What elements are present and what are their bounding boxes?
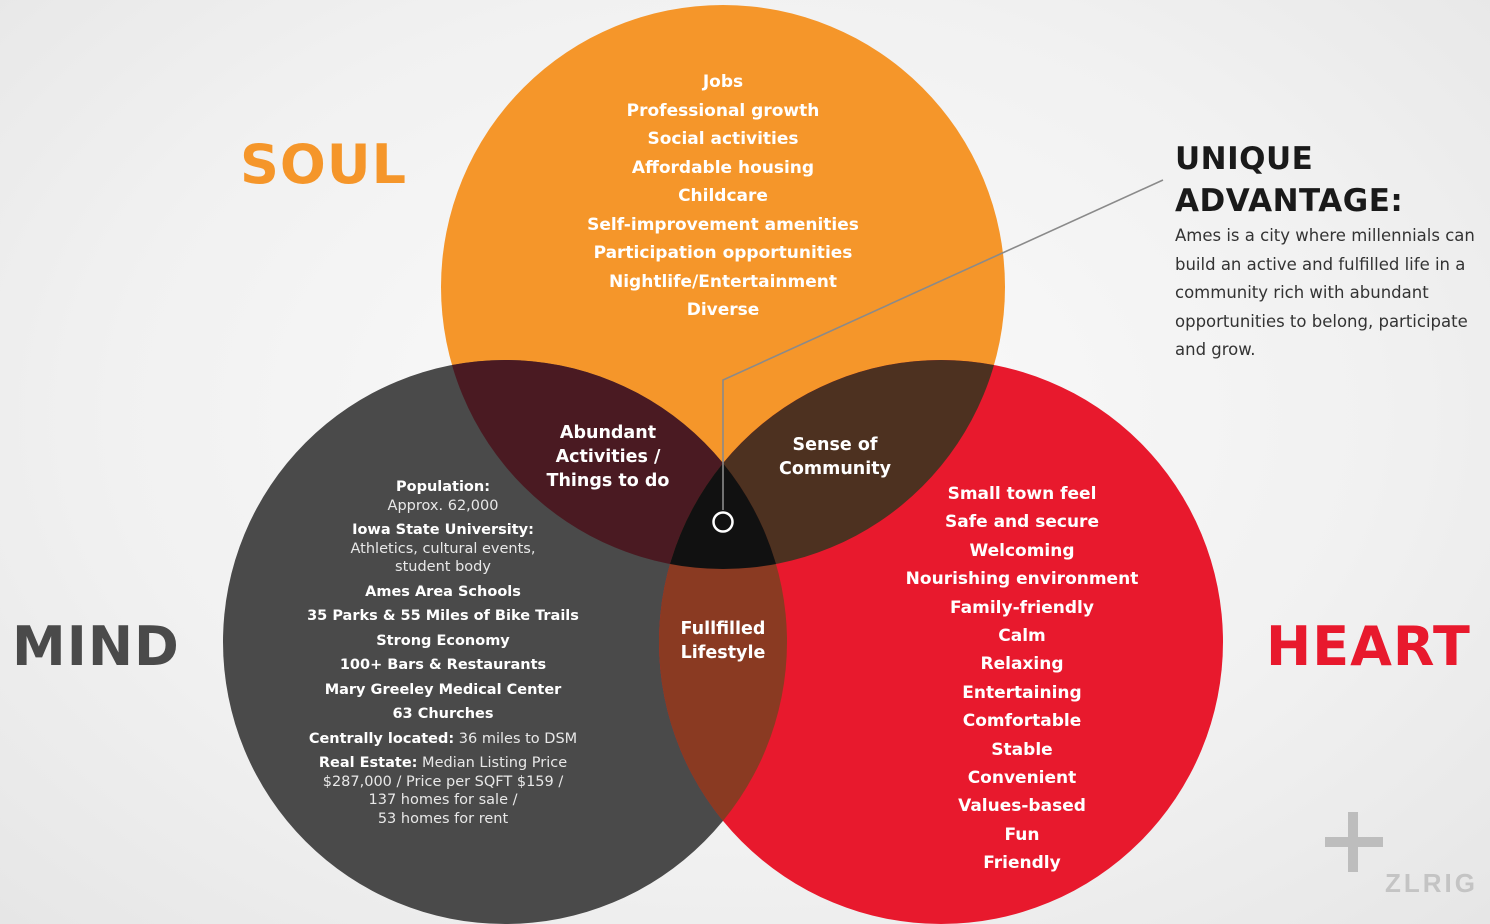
heart-item: Stable <box>991 739 1053 760</box>
mind-item-detail: 137 homes for sale / <box>368 792 518 808</box>
heart-item: Relaxing <box>980 654 1064 675</box>
mind-item: 35 Parks & 55 Miles of Bike Trails <box>307 607 579 626</box>
mind-item-title: Iowa State University: <box>352 522 534 538</box>
overlap-line: Activities / <box>555 447 661 467</box>
heart-item: Friendly <box>983 853 1061 874</box>
advantage-title: UNIQUE ADVANTAGE: <box>1175 138 1403 222</box>
mind-item-title: Ames Area Schools <box>365 583 521 600</box>
soul-heart-overlap <box>659 360 1005 569</box>
overlap-line: Lifestyle <box>680 643 766 663</box>
mind-item-detail: Approx. 62,000 <box>387 497 499 514</box>
advantage-title-line: ADVANTAGE: <box>1175 183 1404 219</box>
mind-item-title: 100+ Bars & Restaurants <box>339 657 547 673</box>
watermark-text: ZLRIG <box>1385 868 1478 898</box>
soul-item: Affordable housing <box>631 157 815 178</box>
mind-item-title: Population: <box>395 479 491 495</box>
mind-item-title: 63 Churches <box>392 706 494 722</box>
heart-item: Values-based <box>958 796 1086 817</box>
mind-item-detail: Median Listing Price <box>417 755 568 771</box>
mind-item-title: Centrally located: <box>308 730 455 747</box>
soul-item: Professional growth <box>626 100 820 121</box>
heart-label: HEART <box>1266 615 1471 678</box>
soul-item: Childcare <box>678 186 768 206</box>
mind-item: Mary Greeley Medical Center <box>307 681 579 700</box>
heart-item: Safe and secure <box>945 512 1099 533</box>
overlap-line: Community <box>778 459 892 479</box>
mind-item-detail: $287,000 / Price per SQFT $159 / <box>322 773 564 790</box>
soul-item: Social activities <box>647 129 799 149</box>
mind-item: Ames Area Schools <box>307 583 579 602</box>
heart-item: Entertaining <box>962 682 1082 703</box>
mind-item-title: Strong Economy <box>376 632 510 649</box>
overlap-soul-mind-label: Abundant Activities / Things to do <box>547 421 670 493</box>
mind-item-detail: 53 homes for rent <box>377 810 509 827</box>
heart-item: Small town feel <box>947 484 1097 504</box>
heart-item: Welcoming <box>969 540 1075 561</box>
mind-item: 100+ Bars & Restaurants <box>307 656 579 675</box>
plus-icon-bar <box>1325 837 1383 847</box>
mind-item: Strong Economy <box>307 632 579 651</box>
mind-item: Iowa State University: Athletics, cultur… <box>307 521 579 577</box>
heart-item: Calm <box>998 626 1046 647</box>
overlap-line: Abundant <box>559 423 657 443</box>
advantage-pointer-line <box>722 179 1164 510</box>
soul-label: SOUL <box>240 133 408 196</box>
heart-items-list: Small town feel Safe and secure Welcomin… <box>906 480 1139 878</box>
overlap-soul-heart-label: Sense of Community <box>779 433 891 481</box>
advantage-text: Ames is a city where millennials can bui… <box>1175 226 1475 359</box>
mind-item: Real Estate: Median Listing Price $287,0… <box>307 754 579 828</box>
mind-item-title: Mary Greeley Medical Center <box>324 681 562 698</box>
center-marker-icon <box>712 511 734 533</box>
mind-item: Population: Approx. 62,000 <box>307 478 579 515</box>
mind-item-detail: 36 miles to DSM <box>454 730 578 747</box>
mind-item-detail: student body <box>395 559 491 575</box>
overlap-line: Sense of <box>792 435 878 455</box>
heart-item: Fun <box>1004 824 1040 845</box>
mind-item: 63 Churches <box>307 705 579 724</box>
overlap-mind-heart-label: Fullfilled Lifestyle <box>681 617 766 665</box>
overlap-line: Fullfilled <box>680 619 766 639</box>
mind-item-title: 35 Parks & 55 Miles of Bike Trails <box>307 608 579 624</box>
soul-item: Self-improvement amenities <box>587 214 859 235</box>
mind-item-detail: Athletics, cultural events, <box>350 540 536 557</box>
mind-item: Centrally located: 36 miles to DSM <box>307 730 579 749</box>
soul-item: Nightlife/Entertainment <box>609 271 837 292</box>
overlap-line: Things to do <box>546 471 670 491</box>
mind-item-title: Real Estate: <box>318 755 418 771</box>
soul-mind-overlap <box>441 360 787 569</box>
heart-item: Convenient <box>967 768 1077 789</box>
soul-items-list: Jobs Professional growth Social activiti… <box>587 68 859 325</box>
mind-label: MIND <box>12 615 180 678</box>
heart-item: Family-friendly <box>950 597 1094 618</box>
heart-item: Comfortable <box>962 711 1082 732</box>
soul-item: Diverse <box>686 300 760 320</box>
heart-item: Nourishing environment <box>905 569 1139 590</box>
soul-item: Participation opportunities <box>593 243 853 263</box>
soul-item: Jobs <box>702 72 744 92</box>
mind-items-list: Population: Approx. 62,000 Iowa State Un… <box>307 478 579 834</box>
advantage-title-line: UNIQUE <box>1175 141 1314 177</box>
